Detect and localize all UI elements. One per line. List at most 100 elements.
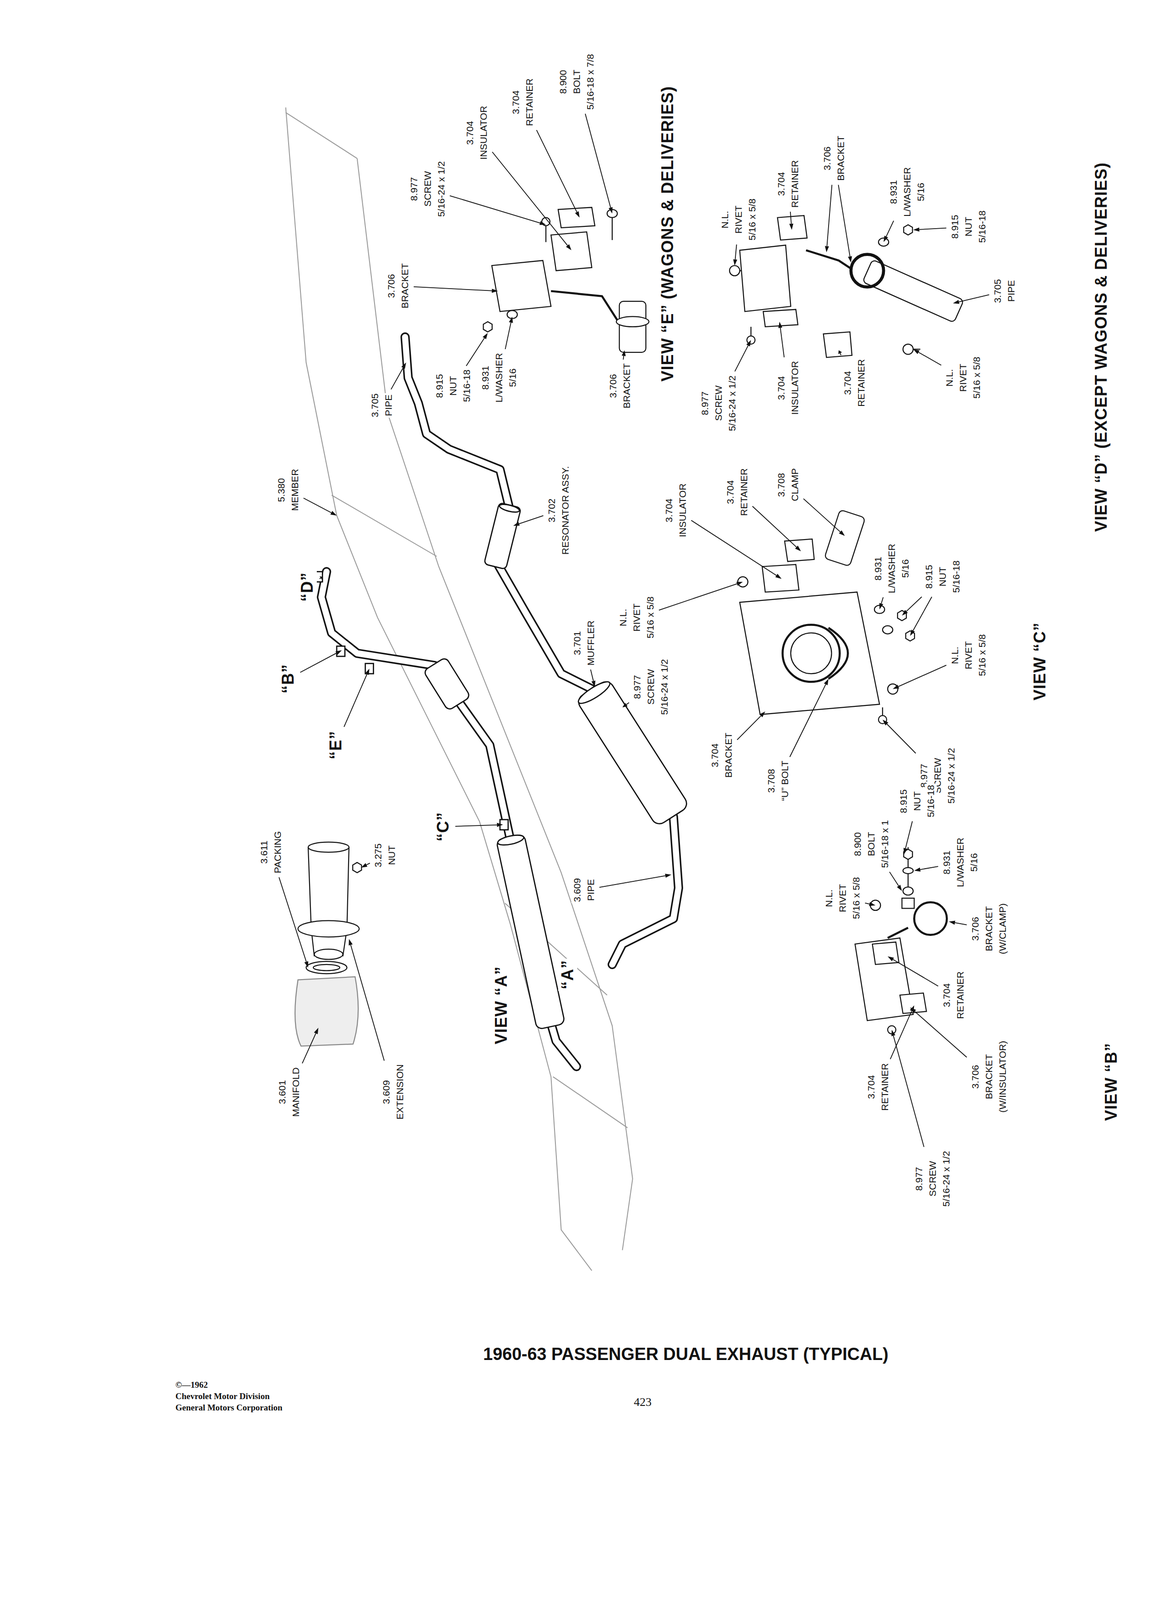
leader-line [574, 211, 580, 218]
leader-line [886, 220, 894, 237]
callout-label: 8.931 [872, 555, 885, 583]
leader-line [869, 901, 876, 906]
frame-member [285, 107, 633, 1271]
callout-label: L/WASHER [954, 836, 967, 889]
leader-line [736, 581, 743, 586]
leader-line [752, 506, 797, 548]
callout-label: RETAINER [523, 77, 536, 128]
copyright-note: ©—1962 [175, 1379, 208, 1391]
leader-line [913, 349, 920, 355]
callout-label: RETAINER [954, 969, 967, 1021]
callout-label: (W/INSULATOR) [996, 1039, 1009, 1115]
callout-label: NUT [385, 844, 398, 867]
callout-label: 3.706 [821, 144, 834, 172]
leader-line [539, 220, 546, 225]
callout-label: 3.706 [607, 372, 620, 400]
leader-line [401, 362, 406, 369]
leader-line [344, 674, 367, 727]
callout-label: 3.705 [991, 277, 1004, 305]
callout-label: 8.900 [557, 68, 570, 96]
rotated-sheet: 3.601MANIFOLD3.609EXTENSION3.611PACKING3… [254, 22, 1145, 1332]
view-title: “B” [278, 662, 298, 695]
view-title: VIEW “A” [491, 964, 511, 1046]
callout-label: 3.708 [775, 471, 788, 499]
callout-label: NUT [962, 215, 975, 238]
leader-line [949, 920, 956, 925]
view-title: “A” [558, 958, 578, 991]
callout-label: 8.915 [897, 788, 910, 815]
callout-label: 5/16-18 x 7/8 [584, 52, 597, 112]
leader-line [536, 129, 578, 212]
leader-line [691, 520, 777, 576]
callout-label: BRACKET [983, 904, 995, 953]
callout-label: 5.380 [275, 476, 288, 504]
callout-label: 5/16-24 x 1/2 [940, 1149, 953, 1209]
callout-label: 5/16-18 [950, 559, 963, 595]
callout-label: SCREW [644, 667, 657, 706]
callout-label: 3.704 [663, 497, 675, 525]
callout-label: INSULATOR [789, 359, 801, 416]
leader-line [954, 922, 967, 925]
leader-line [775, 573, 782, 579]
copyright-note: Chevrolet Motor Division [175, 1390, 270, 1402]
leader-line [303, 498, 332, 513]
leader-line [455, 824, 498, 827]
callout-label: 3.704 [841, 369, 854, 397]
callout-label: 8.931 [887, 178, 900, 206]
leader-line [737, 715, 761, 740]
callout-label: SCREW [712, 384, 725, 423]
callout-label: RETAINER [789, 158, 801, 210]
callout-label: 8.931 [940, 849, 953, 876]
callout-label: 3.611 [258, 839, 270, 865]
callout-label: PIPE [1005, 278, 1018, 304]
callout-label: 8.977 [913, 1165, 925, 1193]
callout-label: (W/CLAMP) [996, 901, 1009, 956]
callout-label: RIVET [836, 882, 849, 914]
leader-line [826, 184, 832, 247]
callout-label: INSULATOR [676, 482, 689, 539]
leader-line [864, 903, 870, 905]
leader-line [390, 367, 404, 390]
callout-label: 3.706 [969, 915, 982, 943]
leader-line [664, 873, 672, 878]
callout-label: 3.704 [464, 119, 476, 147]
leader-line [919, 228, 947, 230]
leader-line [789, 223, 794, 230]
leader-line [319, 577, 321, 579]
leader-line [794, 545, 801, 551]
leader-line [505, 322, 512, 350]
callout-label: 5/16-24 x 1/2 [726, 374, 739, 433]
callout-label: 5/16 [899, 557, 912, 580]
leader-line [491, 288, 499, 293]
callout-label: 5/16 x 5/8 [850, 875, 863, 921]
leader-line [906, 596, 922, 612]
leader-line [482, 332, 488, 340]
callout-label: PIPE [584, 877, 597, 903]
leader-line [901, 609, 908, 616]
leader-line [887, 956, 895, 962]
callout-label: 3.704 [775, 374, 788, 402]
callout-label: BRACKET [834, 134, 847, 183]
leader-line [279, 877, 307, 962]
view-b-parts [854, 847, 947, 1035]
leader-line [599, 875, 666, 888]
view-title: VIEW “E” (WAGONS & DELIVERIES) [658, 84, 678, 383]
callout-label: NUT [447, 374, 460, 397]
callout-label: NUT [911, 789, 924, 813]
exhaust-pipes [321, 336, 679, 1067]
callout-label: N.L. [823, 888, 835, 909]
callout-label: L/WASHER [493, 351, 505, 405]
leader-line [350, 944, 385, 1061]
callout-label: BRACKET [983, 1052, 995, 1101]
callout-label: 5/16-18 x 1 [879, 818, 891, 870]
leader-line [735, 244, 737, 260]
callout-label: 8.977 [699, 389, 711, 417]
leader-line [920, 866, 939, 870]
callout-label: RIVET [962, 639, 975, 671]
leader-line [898, 664, 947, 687]
callout-label: 3.275 [372, 842, 385, 870]
callout-label: N.L. [949, 645, 961, 666]
leader-line [366, 863, 370, 865]
callout-label: RESONATOR ASSY. [559, 464, 572, 556]
